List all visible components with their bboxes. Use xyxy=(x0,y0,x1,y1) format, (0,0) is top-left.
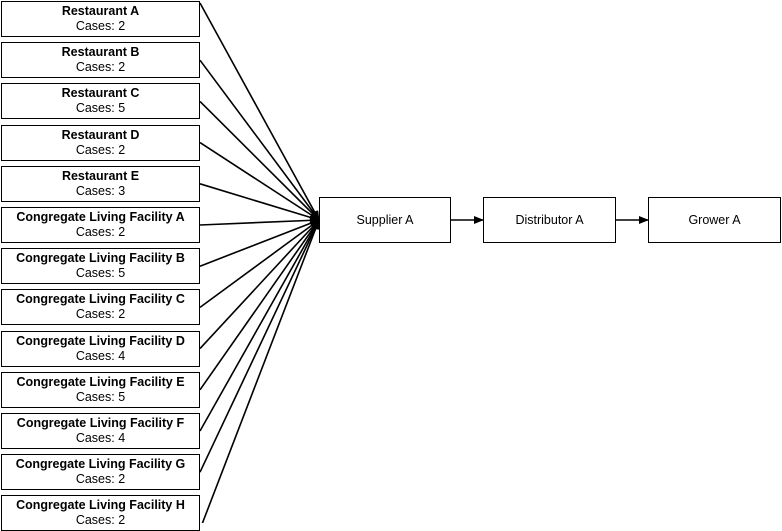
source-name: Congregate Living Facility A xyxy=(16,210,185,224)
source-cases: Cases: 5 xyxy=(75,101,126,116)
chain-name: Grower A xyxy=(688,212,741,227)
source-node-clf-h: Congregate Living Facility H Cases: 2 xyxy=(1,495,200,531)
source-to-supplier-arrow xyxy=(199,219,320,391)
grower-node: Grower A xyxy=(648,197,781,243)
source-cases: Cases: 5 xyxy=(75,389,126,404)
supplier-node: Supplier A xyxy=(319,197,451,243)
source-name: Restaurant A xyxy=(61,4,140,18)
source-to-supplier-arrow xyxy=(199,219,320,267)
source-name: Restaurant B xyxy=(61,45,140,60)
source-name: Congregate Living Facility G xyxy=(15,457,186,472)
source-node-clf-d: Congregate Living Facility D Cases: 4 xyxy=(1,330,200,367)
source-name: Congregate Living Facility C xyxy=(16,292,185,307)
source-node-clf-g: Congregate Living Facility G Cases: 2 xyxy=(1,454,200,491)
source-to-supplier-arrow xyxy=(199,216,320,226)
source-name: Congregate Living Facility B xyxy=(16,251,185,266)
source-name: Restaurant C xyxy=(61,86,140,101)
source-to-supplier-arrow xyxy=(199,219,320,350)
source-to-supplier-arrow xyxy=(199,219,320,473)
source-node-restaurant-b: Restaurant B Cases: 2 xyxy=(1,42,200,79)
source-name: Congregate Living Facility E xyxy=(16,374,185,389)
source-to-supplier-arrow xyxy=(199,219,320,432)
source-cases: Cases: 2 xyxy=(75,513,126,528)
source-cases: Cases: 3 xyxy=(75,183,126,198)
source-name: Congregate Living Facility H xyxy=(16,498,185,513)
source-node-restaurant-e: Restaurant E Cases: 3 xyxy=(1,165,200,202)
source-cases: Cases: 2 xyxy=(75,142,126,157)
source-cases: Cases: 2 xyxy=(75,307,126,322)
chain-name: Supplier A xyxy=(356,212,414,227)
source-to-supplier-arrow xyxy=(199,141,320,221)
source-node-restaurant-d: Restaurant D Cases: 2 xyxy=(1,124,200,161)
source-to-supplier-arrow xyxy=(199,219,320,309)
source-cases: Cases: 2 xyxy=(75,19,126,33)
source-cases: Cases: 2 xyxy=(75,225,126,239)
source-to-supplier-arrow xyxy=(201,219,320,523)
source-name: Congregate Living Facility F xyxy=(16,416,185,430)
source-to-supplier-arrow xyxy=(199,2,320,221)
source-node-clf-a: Congregate Living Facility A Cases: 2 xyxy=(1,207,200,243)
source-cases: Cases: 4 xyxy=(75,431,126,445)
distributor-node: Distributor A xyxy=(483,197,616,243)
source-node-restaurant-a: Restaurant A Cases: 2 xyxy=(1,1,200,37)
source-node-clf-f: Congregate Living Facility F Cases: 4 xyxy=(1,413,200,449)
source-cases: Cases: 2 xyxy=(75,60,126,75)
source-name: Restaurant E xyxy=(61,168,140,183)
source-to-supplier-arrow xyxy=(199,183,320,222)
source-node-restaurant-c: Restaurant C Cases: 5 xyxy=(1,83,200,120)
source-node-clf-b: Congregate Living Facility B Cases: 5 xyxy=(1,248,200,285)
chain-name: Distributor A xyxy=(515,212,584,227)
source-cases: Cases: 2 xyxy=(75,472,126,487)
source-to-supplier-arrow xyxy=(199,59,320,221)
source-name: Congregate Living Facility D xyxy=(16,333,185,348)
source-node-clf-e: Congregate Living Facility E Cases: 5 xyxy=(1,371,200,408)
source-name: Restaurant D xyxy=(61,127,140,142)
source-cases: Cases: 4 xyxy=(75,348,126,363)
source-to-supplier-arrow xyxy=(199,100,320,221)
source-node-clf-c: Congregate Living Facility C Cases: 2 xyxy=(1,289,200,326)
source-cases: Cases: 5 xyxy=(75,266,126,281)
